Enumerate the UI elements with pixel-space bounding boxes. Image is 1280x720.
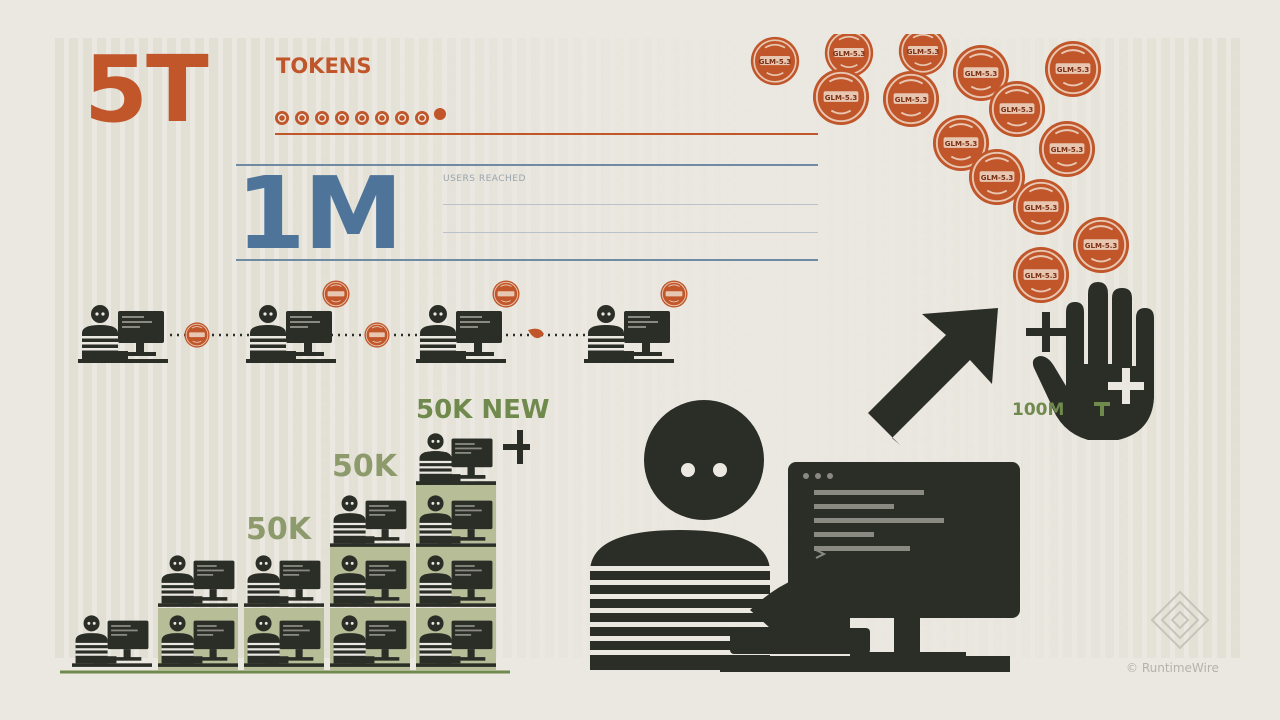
developer-figure bbox=[416, 433, 496, 485]
developer-body bbox=[590, 530, 770, 670]
keyboard bbox=[730, 628, 870, 654]
coin-label: GLM-5.3 bbox=[825, 94, 858, 102]
developer-figure bbox=[244, 555, 324, 607]
tokens-label: TOKENS bbox=[276, 54, 372, 78]
small-coin bbox=[434, 108, 446, 120]
arrow-up-right-icon bbox=[868, 308, 998, 445]
plus-icon bbox=[503, 430, 530, 464]
developer-figure bbox=[158, 555, 238, 607]
developer-figure bbox=[416, 495, 496, 547]
growth-step1-label: 50K bbox=[246, 512, 311, 547]
coin-label: GLM-5.3 bbox=[1025, 204, 1058, 212]
developer-figure bbox=[416, 555, 496, 607]
small-coin bbox=[295, 111, 309, 125]
growth-step3-label: 50K NEW bbox=[416, 395, 550, 425]
coin-label: GLM-5.3 bbox=[759, 58, 792, 66]
users-value: 1M bbox=[236, 155, 403, 272]
growth-staircase bbox=[60, 430, 530, 674]
watermark-logo-icon bbox=[1150, 590, 1210, 650]
open-hand-icon bbox=[1026, 282, 1154, 440]
coin-label: GLM-5.3 bbox=[1085, 242, 1118, 250]
passing-coin bbox=[528, 328, 544, 339]
chain-coin bbox=[492, 280, 520, 308]
coin-label: GLM-5.3 bbox=[1057, 66, 1090, 74]
chain-coin bbox=[322, 280, 350, 308]
developer-figure bbox=[330, 555, 410, 607]
coin-label: GLM-5.3 bbox=[907, 48, 940, 56]
small-coin bbox=[275, 111, 289, 125]
developer-figure bbox=[416, 305, 506, 363]
chain-coin bbox=[660, 280, 688, 308]
developer-chain bbox=[78, 280, 688, 363]
coin-label: GLM-5.3 bbox=[1051, 146, 1084, 154]
small-coin bbox=[415, 111, 429, 125]
main-developer: </> bbox=[590, 400, 1020, 672]
small-coin bbox=[335, 111, 349, 125]
developer-head bbox=[644, 400, 764, 520]
chain-coin bbox=[364, 322, 390, 348]
small-coin bbox=[315, 111, 329, 125]
small-coin bbox=[355, 111, 369, 125]
small-coin bbox=[375, 111, 389, 125]
small-coin-row bbox=[275, 108, 446, 125]
developer-figure bbox=[244, 615, 324, 667]
small-coin bbox=[395, 111, 409, 125]
plus-icon bbox=[1026, 312, 1066, 352]
coin-label: GLM-5.3 bbox=[945, 140, 978, 148]
developer-figure bbox=[246, 305, 336, 363]
small-coin bbox=[1094, 402, 1110, 416]
tokens-value: 5T bbox=[84, 36, 209, 143]
chain-coin bbox=[184, 322, 210, 348]
growth-step2-label: 50K bbox=[332, 449, 397, 484]
bonus-label: 100M bbox=[1012, 400, 1065, 420]
coin-label: GLM-5.3 bbox=[895, 96, 928, 104]
credit-text: © RuntimeWire bbox=[1126, 661, 1219, 675]
developer-figure bbox=[78, 305, 168, 363]
developer-figure bbox=[72, 615, 152, 667]
developer-figure bbox=[416, 615, 496, 667]
developer-figure bbox=[158, 615, 238, 667]
developer-arm bbox=[750, 572, 850, 628]
coin-label: GLM-5.3 bbox=[981, 174, 1014, 182]
falling-coins: GLM-5.3 GLM-5.3 GLM-5.3 GLM-5.3 GLM-5.3 … bbox=[750, 34, 1130, 304]
users-line bbox=[443, 204, 818, 205]
plus-icon bbox=[1108, 368, 1144, 404]
users-line bbox=[443, 232, 818, 233]
users-label: USERS REACHED bbox=[443, 174, 526, 184]
developer-figure bbox=[330, 495, 410, 547]
coin-label: GLM-5.3 bbox=[965, 70, 998, 78]
users-rule-bottom bbox=[236, 259, 818, 261]
users-rule-top bbox=[236, 164, 818, 166]
tokens-rule bbox=[275, 133, 818, 135]
coin-label: GLM-5.3 bbox=[1025, 272, 1058, 280]
coin-label: GLM-5.3 bbox=[1001, 106, 1034, 114]
developer-figure bbox=[330, 615, 410, 667]
coin-label: GLM-5.3 bbox=[833, 50, 866, 58]
